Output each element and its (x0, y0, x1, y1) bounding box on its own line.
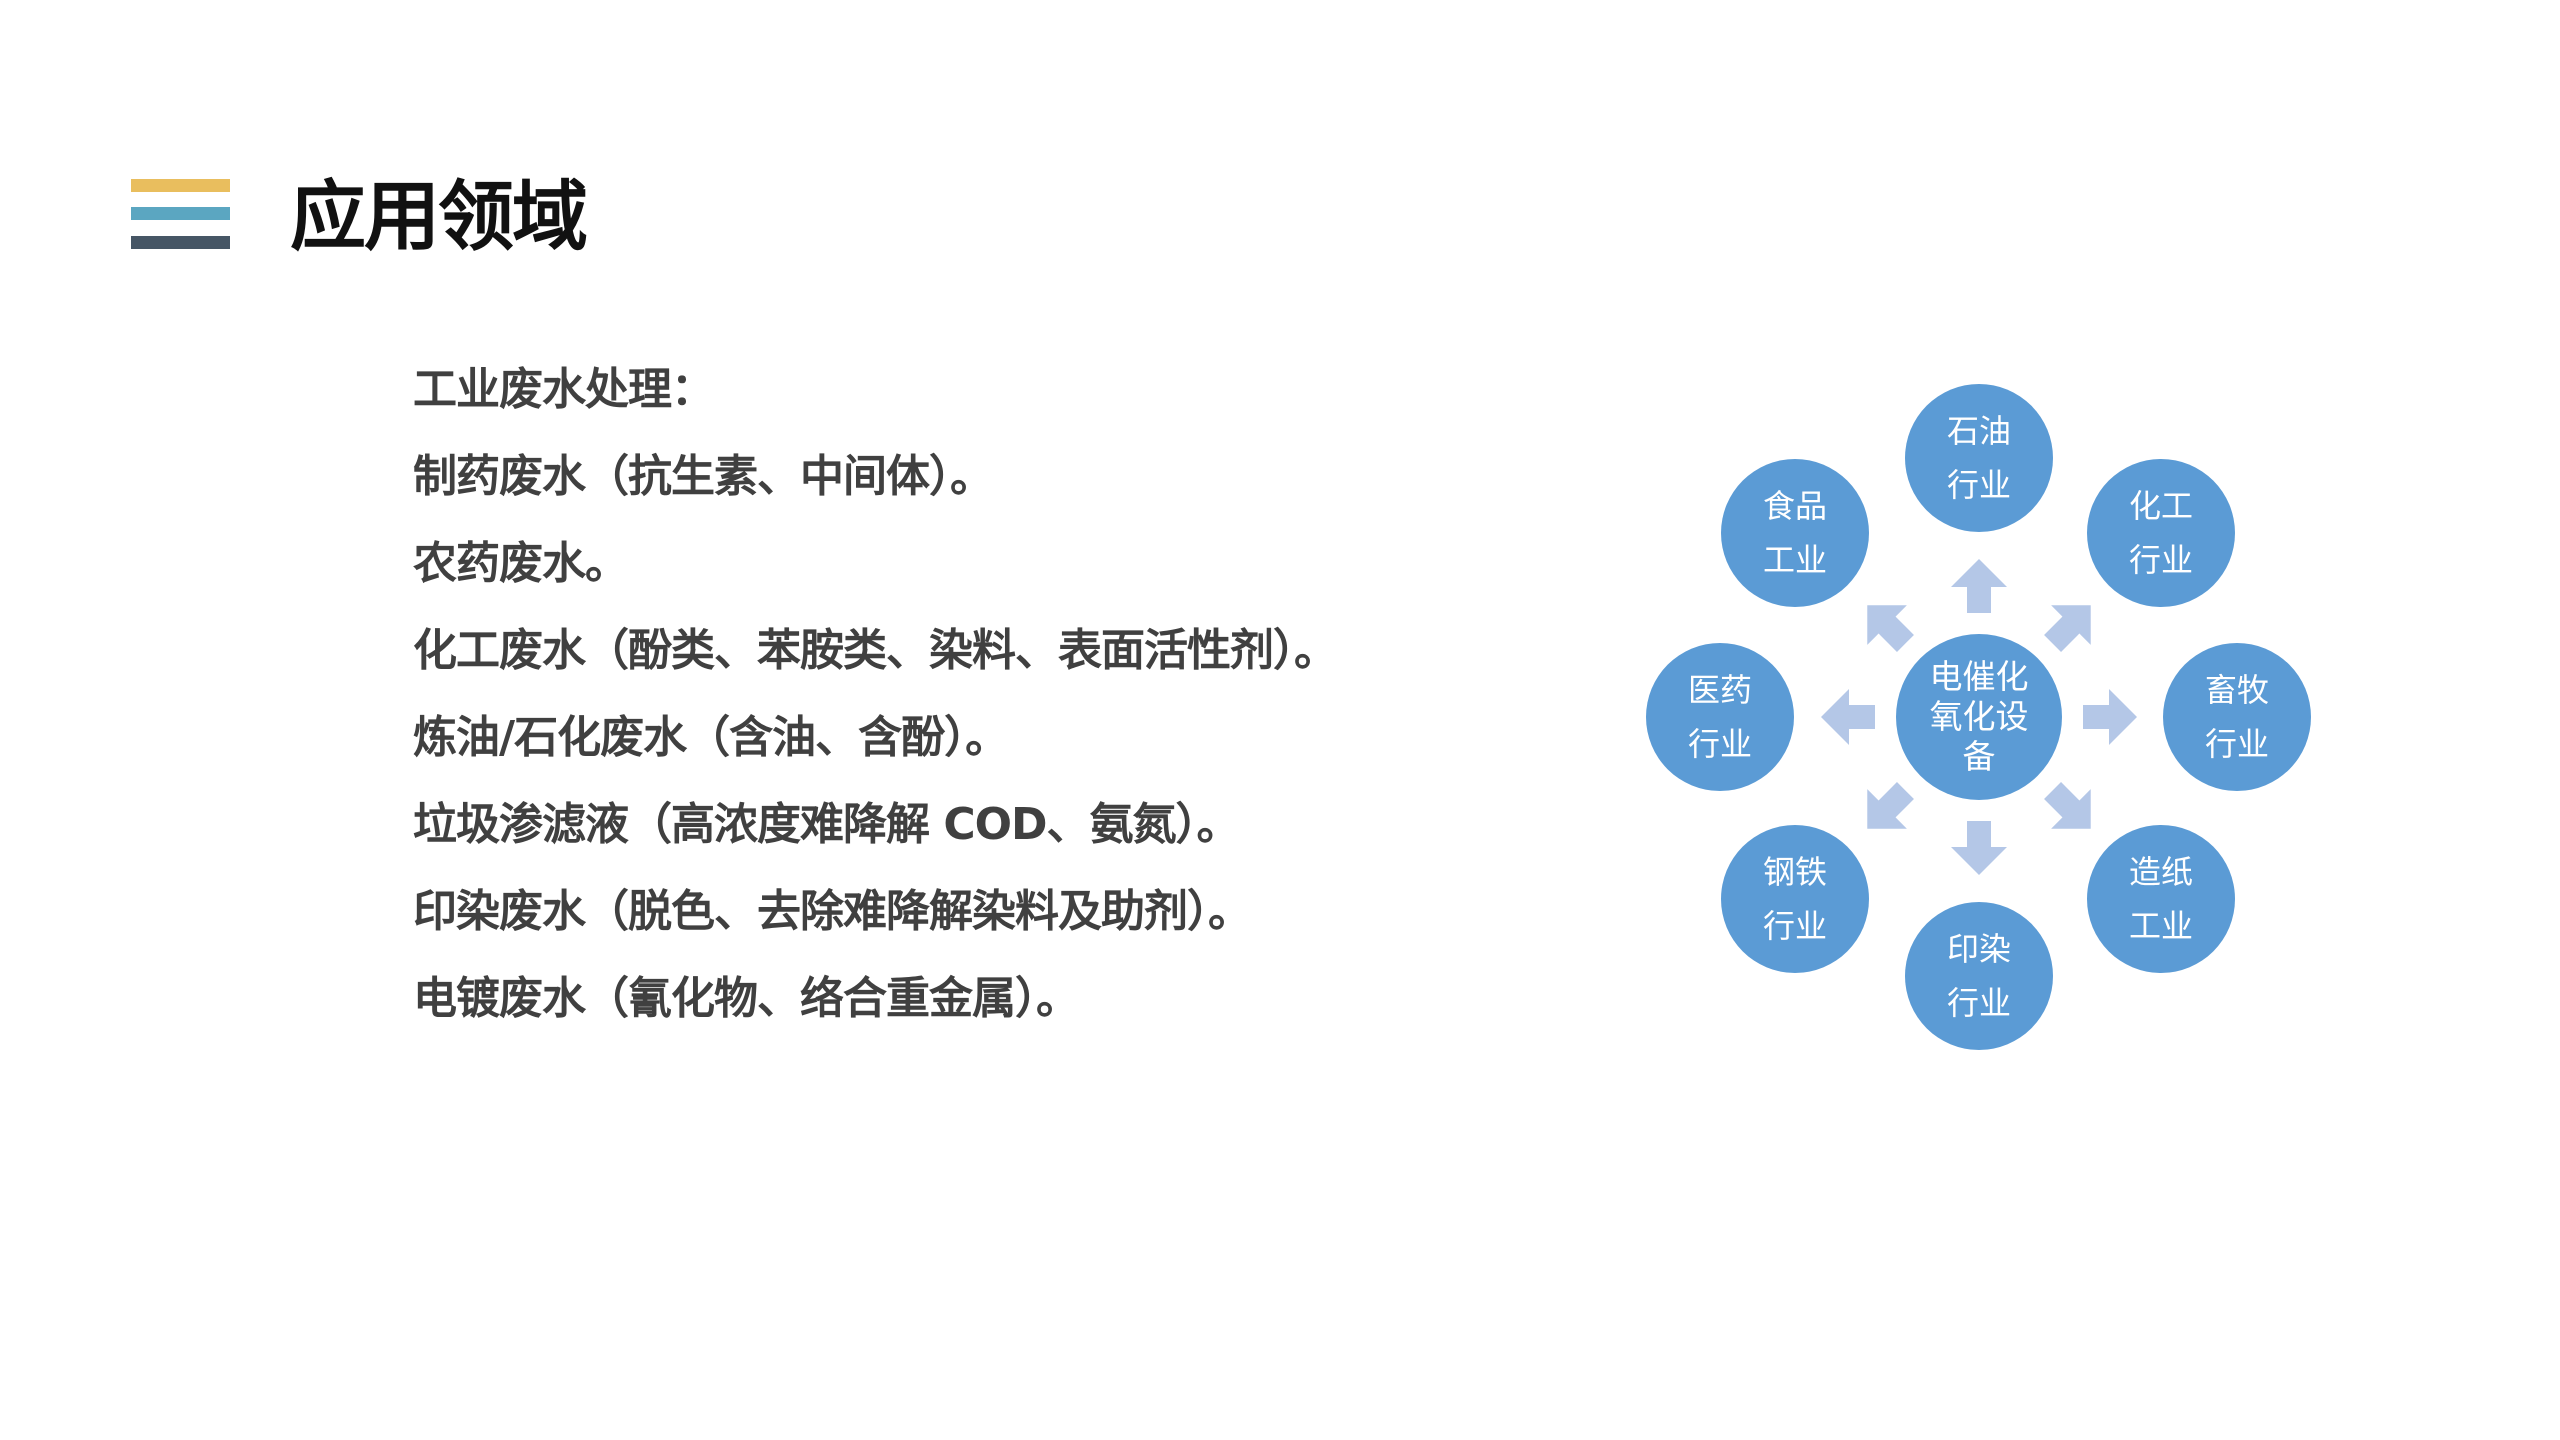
node-label: 医药 (1687, 671, 1752, 709)
node-label: 行业 (1946, 466, 2011, 504)
node-chemical: 化工行业 (2087, 459, 2235, 607)
list-heading: 工业废水处理： (413, 364, 715, 415)
node-paper: 造纸工业 (2087, 825, 2235, 973)
title-stripe-yellow (131, 179, 230, 192)
list-item: 化工废水（酚类、苯胺类、染料、表面活性剂）。 (413, 625, 1338, 676)
title-stripe-blue (131, 207, 230, 220)
node-label: 行业 (2204, 725, 2269, 763)
node-food: 食品工业 (1721, 459, 1869, 607)
node-label: 食品 (1762, 487, 1827, 525)
node-label: 石油 (1946, 412, 2011, 450)
center-node: 电催化氧化设备 (1896, 634, 2062, 800)
title-stripe-dark (131, 236, 230, 249)
node-livestock: 畜牧行业 (2163, 643, 2311, 791)
node-label: 行业 (1687, 725, 1752, 763)
node-dyeing: 印染行业 (1905, 902, 2053, 1050)
node-label: 行业 (1762, 907, 1827, 945)
node-label: 钢铁 (1762, 853, 1827, 891)
list-item: 制药废水（抗生素、中间体）。 (413, 451, 994, 502)
list-item: 印染废水（脱色、去除难降解染料及助剂）。 (413, 886, 1252, 937)
node-label: 造纸 (2128, 853, 2193, 891)
node-steel: 钢铁行业 (1721, 825, 1869, 973)
node-pharma: 医药行业 (1646, 643, 1794, 791)
node-label: 工业 (2128, 907, 2193, 945)
node-label: 工业 (1762, 541, 1827, 579)
center-node-label: 电催化氧化设备 (1929, 657, 2029, 776)
page-title: 应用领域 (290, 172, 588, 261)
list-item: 农药废水。 (413, 538, 629, 589)
node-label: 化工 (2128, 487, 2193, 525)
list-item: 垃圾渗滤液（高浓度难降解 COD、氨氮）。 (413, 799, 1241, 850)
list-item: 电镀废水（氰化物、络合重金属）。 (413, 973, 1080, 1024)
node-label: 行业 (2128, 541, 2193, 579)
node-petroleum: 石油行业 (1905, 384, 2053, 532)
list-item: 炼油/石化废水（含油、含酚）。 (413, 712, 1009, 763)
node-label: 行业 (1946, 984, 2011, 1022)
node-label: 畜牧 (2204, 671, 2269, 709)
node-label: 印染 (1946, 930, 2011, 968)
application-list: 工业废水处理： 制药废水（抗生素、中间体）。 农药废水。 化工废水（酚类、苯胺类… (413, 362, 1338, 1058)
